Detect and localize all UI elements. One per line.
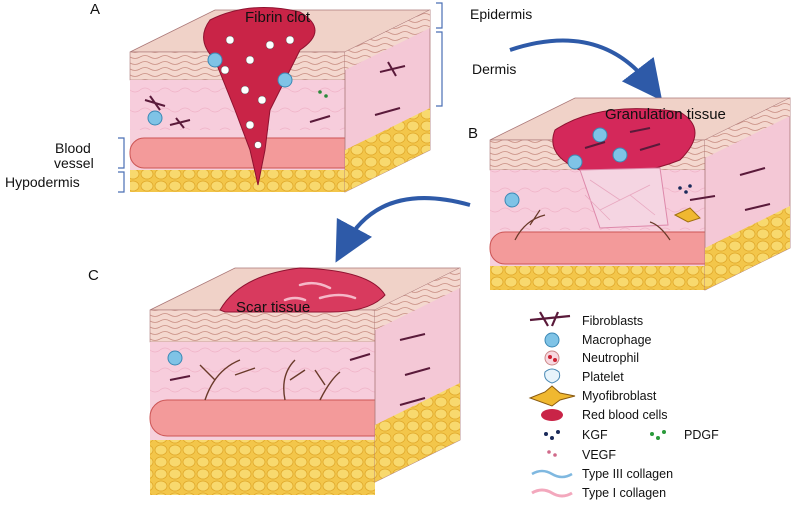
legend-vegf: VEGF (582, 448, 616, 462)
vessel-label: vessel (54, 155, 94, 171)
panel-c (149, 267, 461, 495)
platelet-icon (544, 368, 561, 384)
fibrin-clot-title: Fibrin clot (245, 9, 311, 26)
rbc-icon (541, 409, 563, 421)
panel-b-letter: B (468, 125, 478, 142)
hypodermis-bracket (118, 171, 125, 193)
scar-tissue-title: Scar tissue (236, 299, 310, 316)
granulation-title: Granulation tissue (605, 106, 726, 123)
collagen3-icon (531, 469, 573, 479)
macrophage-icon (544, 332, 560, 348)
neutrophil-icon (544, 350, 560, 366)
legend-pdgf: PDGF (684, 428, 719, 442)
epidermis-bracket (436, 2, 443, 29)
kgf-icon (544, 430, 560, 440)
dermis-bracket (436, 31, 443, 107)
legend-fibroblasts: Fibroblasts (582, 314, 643, 328)
epidermis-label: Epidermis (470, 6, 532, 22)
legend: Fibroblasts Macrophage Neutrophil Platel… (528, 311, 719, 500)
pdgf-icon (650, 430, 666, 440)
legend-macrophage: Macrophage (582, 333, 652, 347)
panel-c-letter: C (88, 267, 99, 284)
arrow-a-to-b (509, 38, 663, 101)
collagen1-icon (531, 488, 573, 498)
vegf-icon (547, 450, 557, 457)
dermis-label: Dermis (472, 61, 516, 77)
legend-neutrophil: Neutrophil (582, 351, 639, 365)
legend-platelet: Platelet (582, 370, 624, 384)
panel-b (489, 97, 791, 291)
legend-rbc: Red blood cells (582, 408, 667, 422)
panel-a (129, 7, 431, 193)
myofibroblast-icon (528, 385, 576, 407)
legend-collagen1: Type I collagen (582, 486, 666, 500)
legend-kgf: KGF (582, 428, 608, 442)
fibroblast-icon (529, 311, 571, 327)
legend-myofibroblast: Myofibroblast (582, 389, 657, 403)
legend-collagen3: Type III collagen (582, 467, 673, 481)
hypodermis-label: Hypodermis (5, 174, 80, 190)
panel-a-letter: A (90, 1, 100, 18)
vessel-bracket (118, 137, 125, 169)
arrow-b-to-c (335, 196, 471, 263)
blood-label: Blood (55, 140, 91, 156)
